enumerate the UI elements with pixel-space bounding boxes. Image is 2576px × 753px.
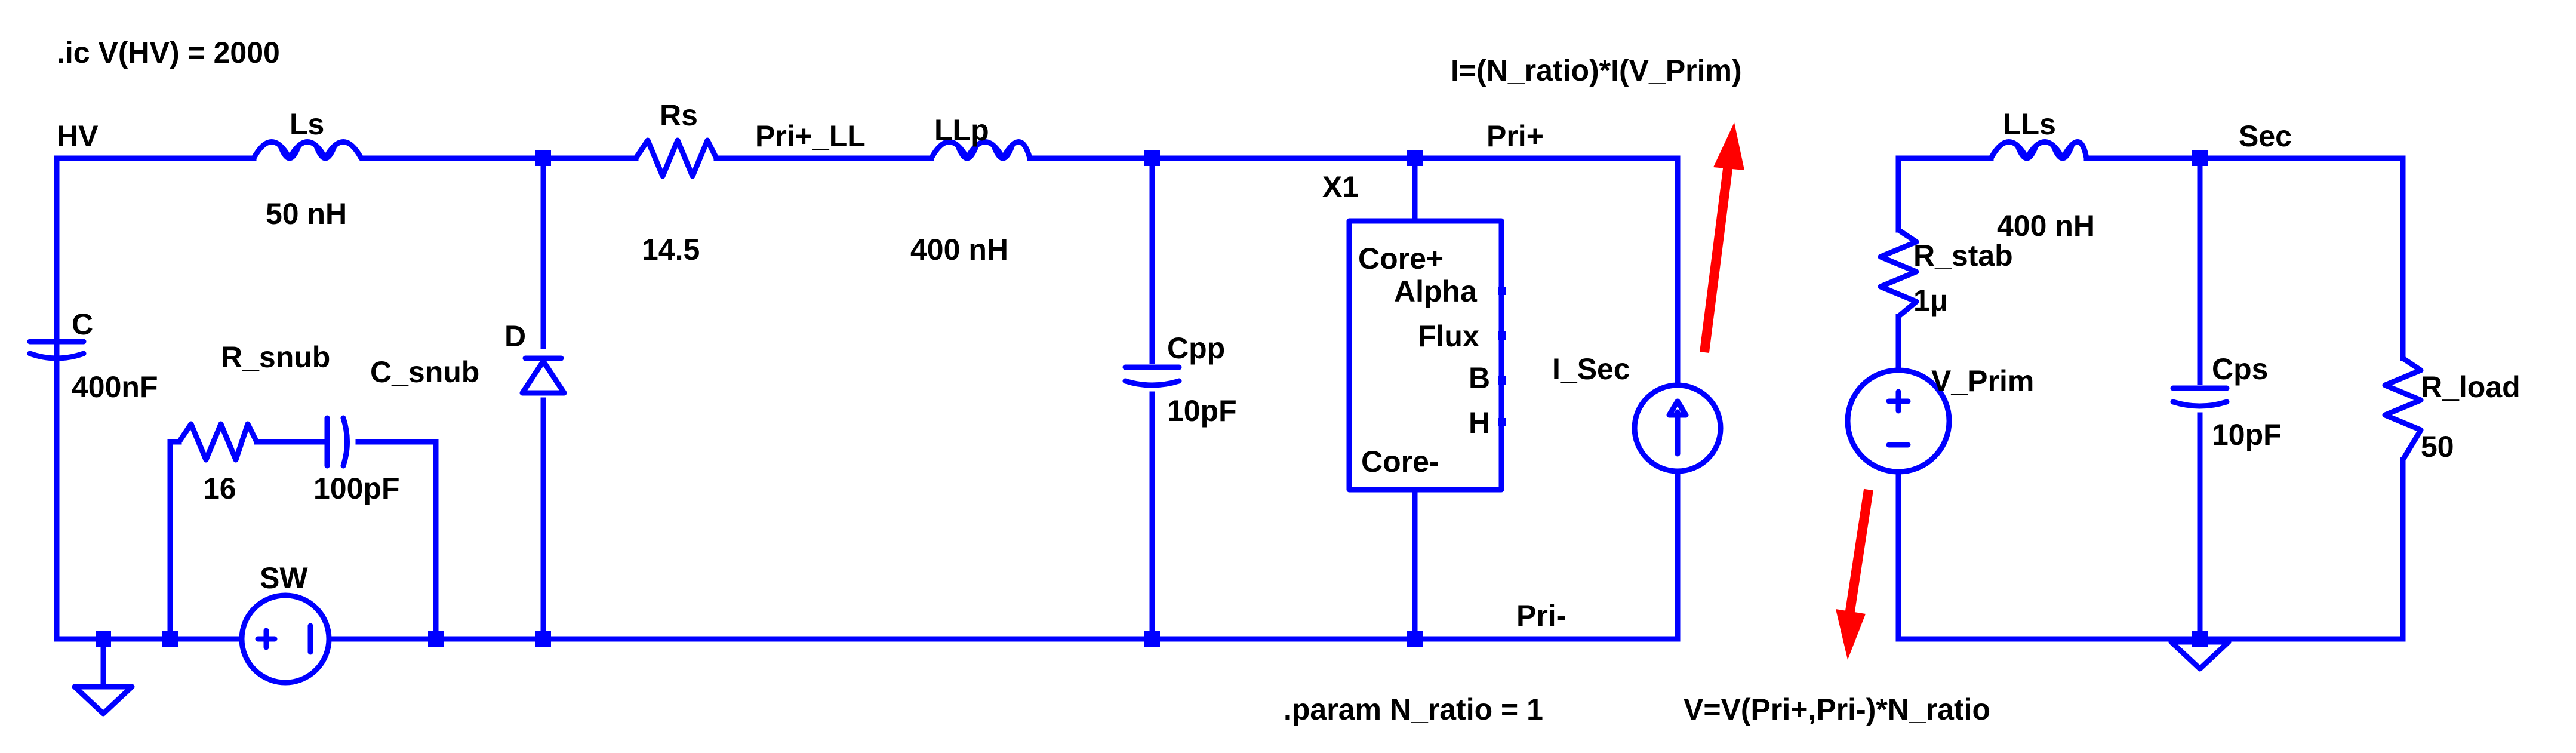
c-snub-value: 100pF xyxy=(313,472,400,505)
wire-snub-top-right xyxy=(355,439,439,642)
r-snub-value: 16 xyxy=(203,472,236,505)
ground-symbol-right xyxy=(2168,639,2232,672)
diode-d xyxy=(519,355,567,396)
ground-symbol-left xyxy=(72,636,135,717)
ls-value: 50 nH xyxy=(266,197,347,230)
net-label-pri-minus: Pri- xyxy=(1516,599,1566,632)
llp-value: 400 nH xyxy=(910,233,1008,266)
lls-value: 400 nH xyxy=(1997,209,2095,242)
junction-dot xyxy=(162,631,178,647)
arrow-down-annotation xyxy=(1836,488,1873,660)
r-stab-name: R_stab xyxy=(1913,239,2013,272)
rs-value: 14.5 xyxy=(642,233,700,266)
current-source-i-sec xyxy=(1632,382,1724,474)
r-load-name: R_load xyxy=(2421,370,2520,404)
sw-name: SW xyxy=(260,561,308,595)
cpp-value: 10pF xyxy=(1167,394,1237,428)
arrow-up-annotation xyxy=(1700,122,1744,354)
cpp-name: Cpp xyxy=(1167,331,1225,365)
net-label-hv: HV xyxy=(57,119,99,153)
capacitor-cps xyxy=(2170,385,2230,409)
inductor-lls xyxy=(1988,139,2089,161)
r-snub-name: R_snub xyxy=(221,340,330,374)
cps-name: Cps xyxy=(2212,352,2268,386)
x1-pin-h: H xyxy=(1469,406,1490,439)
c-value: 400nF xyxy=(72,370,158,404)
vsrc-expression: V=V(Pri+,Pri-)*N_ratio xyxy=(1684,693,1990,726)
voltage-source-v-prim xyxy=(1845,367,1952,475)
switch-sw xyxy=(230,592,340,686)
x1-pin-flux: Flux xyxy=(1418,319,1479,353)
transformer-x1-block xyxy=(1346,218,1506,493)
pin-b-dot xyxy=(1498,376,1506,385)
inductor-llp xyxy=(928,139,1033,161)
i-sec-name: I_Sec xyxy=(1552,352,1630,386)
ic-directive: .ic V(HV) = 2000 xyxy=(57,36,280,69)
x1-pin-core-minus: Core- xyxy=(1361,445,1439,478)
junction-dot xyxy=(428,631,444,647)
ls-name: Ls xyxy=(290,107,324,141)
c-name: C xyxy=(72,308,93,341)
net-label-sec: Sec xyxy=(2239,119,2292,153)
resistor-r-load xyxy=(2382,355,2424,463)
resistor-rs xyxy=(633,137,719,179)
rs-name: Rs xyxy=(660,99,698,132)
net-label-pri-ll: Pri+_LL xyxy=(755,119,866,153)
resistor-r-stab xyxy=(1878,227,1919,319)
junction-dot xyxy=(1407,150,1423,166)
junctions xyxy=(96,150,2208,647)
capacitor-cpp xyxy=(1122,364,1182,388)
junction-dot xyxy=(2192,150,2208,166)
llp-name: LLp xyxy=(934,113,989,147)
c-snub-name: C_snub xyxy=(370,355,479,389)
param-directive: .param N_ratio = 1 xyxy=(1284,693,1543,726)
wire-sec-top-right xyxy=(2083,155,2406,361)
pin-flux-dot xyxy=(1498,331,1506,340)
lls-name: LLs xyxy=(2003,107,2056,141)
cps-value: 10pF xyxy=(2212,418,2282,451)
junction-dot xyxy=(535,150,551,166)
d-name: D xyxy=(504,319,526,353)
junction-dot xyxy=(535,631,551,647)
capacitor-c-snub xyxy=(324,415,350,469)
pin-alpha-dot xyxy=(1498,287,1506,295)
junction-dot xyxy=(1407,631,1423,647)
resistor-r-snub xyxy=(176,421,260,463)
r-stab-value: 1μ xyxy=(1913,284,1948,317)
x1-pin-b: B xyxy=(1469,361,1490,395)
wire-sec-bottom xyxy=(1895,457,2406,642)
v-prim-name: V_Prim xyxy=(1931,364,2034,398)
x1-pin-core-plus: Core+ xyxy=(1358,242,1444,275)
wires xyxy=(54,155,2406,642)
capacitor-c xyxy=(27,339,87,642)
pin-h-dot xyxy=(1498,418,1506,426)
junction-dot xyxy=(1144,150,1160,166)
x1-pin-alpha: Alpha xyxy=(1394,275,1478,308)
r-load-value: 50 xyxy=(2421,430,2454,463)
x1-name: X1 xyxy=(1322,170,1359,204)
isrc-expression: I=(N_ratio)*I(V_Prim) xyxy=(1451,54,1742,87)
junction-dot xyxy=(1144,631,1160,647)
inductor-ls xyxy=(251,139,364,161)
net-label-pri-plus: Pri+ xyxy=(1486,119,1544,153)
